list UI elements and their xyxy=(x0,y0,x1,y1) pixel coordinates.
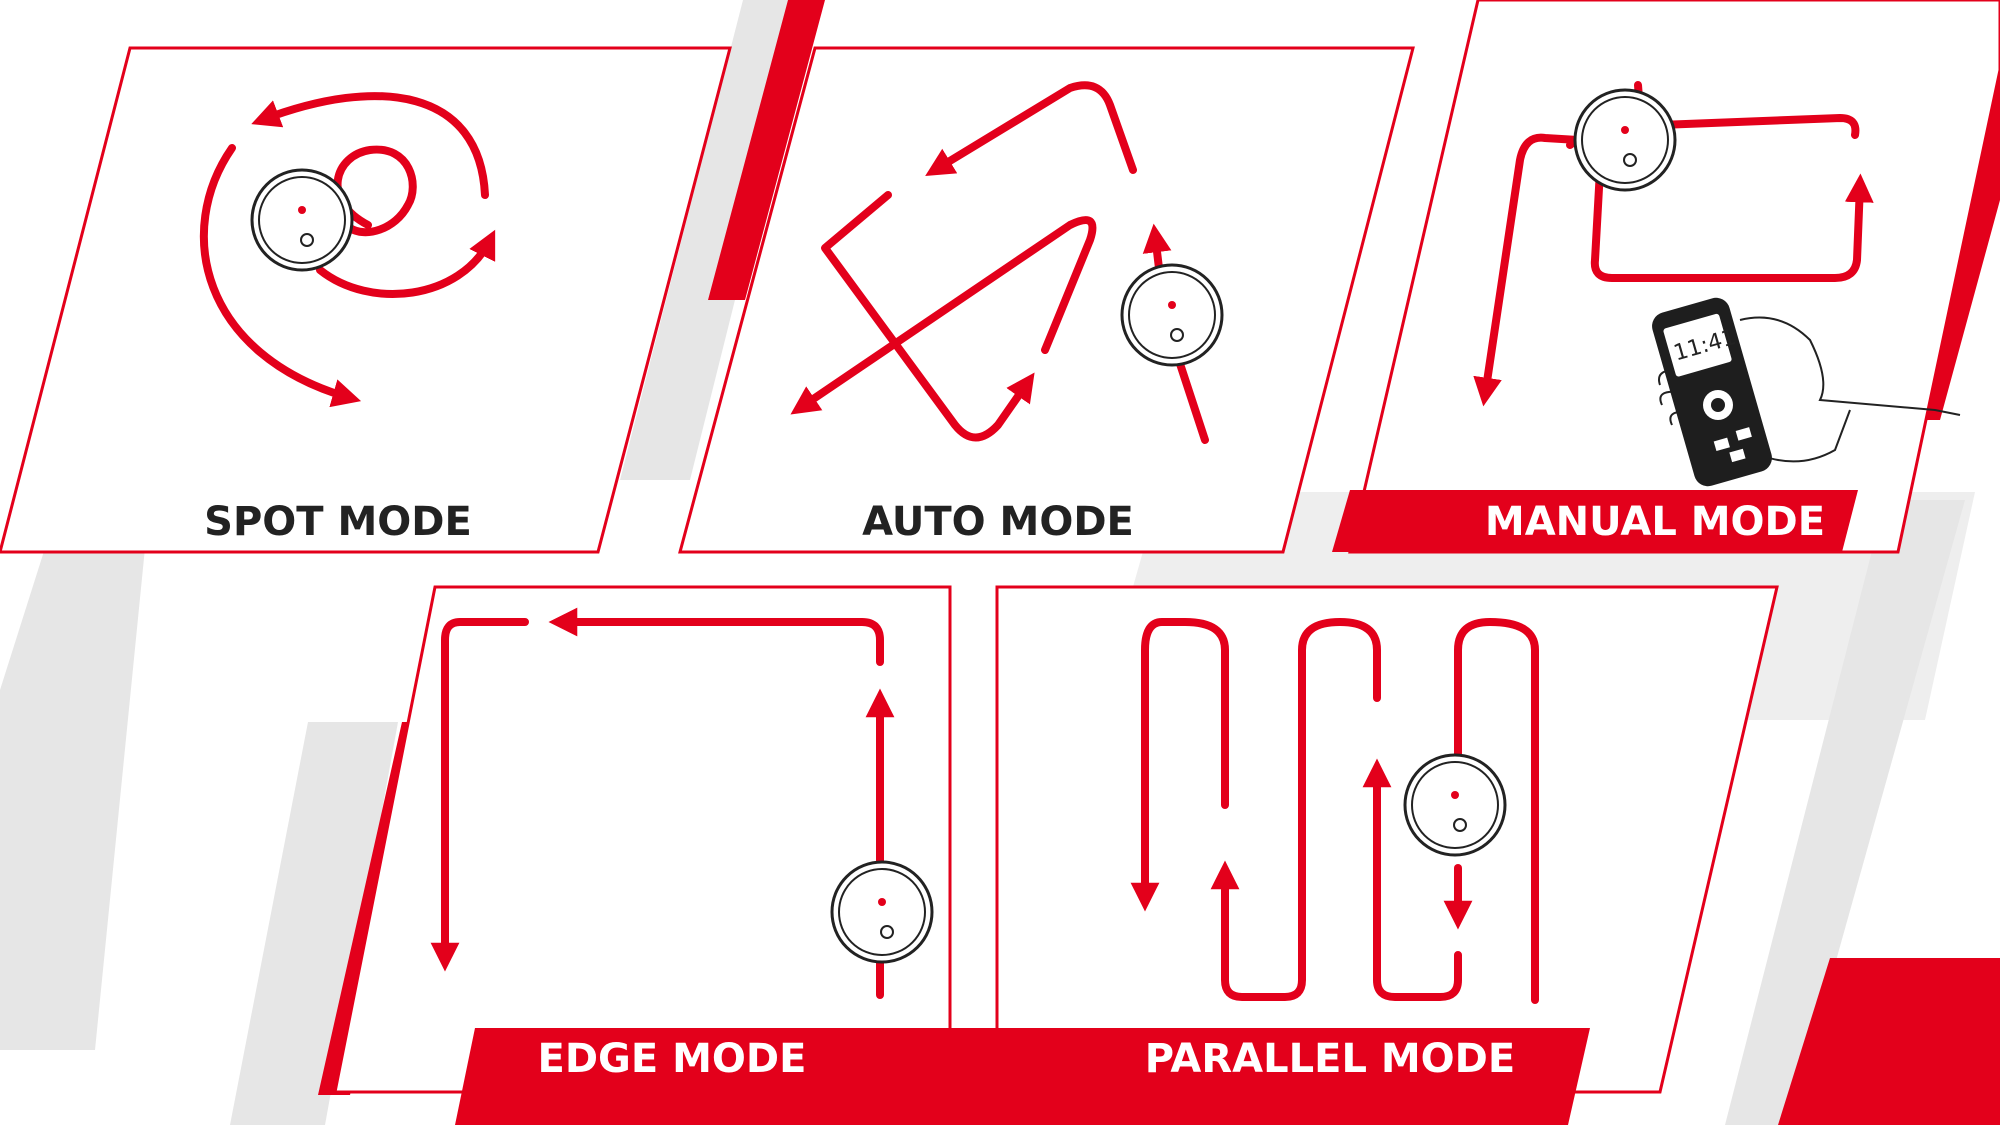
parallel-top-loop-1 xyxy=(1130,618,1229,912)
parallel-path xyxy=(1130,618,1539,1004)
panel-frame xyxy=(678,46,1415,554)
robot-vacuum-icon xyxy=(1120,263,1224,367)
robot-vacuum-icon xyxy=(830,860,934,964)
panel-frame xyxy=(995,585,1779,1094)
auto-mode-panel: AUTO MODE xyxy=(678,46,1415,554)
auto-segment-3 xyxy=(790,216,1097,415)
spot-outer-arc xyxy=(200,144,362,408)
edge-mode-label: EDGE MODE xyxy=(538,1036,807,1082)
robot-vacuum-icon xyxy=(1573,88,1677,192)
edge-mode-panel: EDGE MODE xyxy=(333,585,960,1125)
panel-frame xyxy=(0,46,732,554)
spot-path xyxy=(200,92,496,408)
robot-vacuum-icon xyxy=(1403,753,1507,857)
manual-down-line xyxy=(1473,133,1582,407)
edge-label-banner xyxy=(455,1028,960,1125)
robot-vacuum-icon xyxy=(250,168,354,272)
parallel-serpentine xyxy=(1454,618,1539,1004)
parallel-top-loop-2 xyxy=(1210,618,1381,1001)
edge-left-line xyxy=(430,618,529,972)
auto-path xyxy=(790,81,1209,444)
spot-mode-label: SPOT MODE xyxy=(204,499,472,545)
panel-frame xyxy=(333,585,952,1094)
manual-top-line xyxy=(1634,81,1860,139)
parallel-mode-label: PARALLEL MODE xyxy=(1145,1036,1515,1082)
auto-segment-2 xyxy=(821,191,1035,442)
spot-top-arc xyxy=(251,92,489,199)
auto-mode-label: AUTO MODE xyxy=(862,499,1134,545)
parallel-bottom-loop-2 xyxy=(1362,758,1462,1001)
decor-red-strip xyxy=(708,0,825,300)
decor-gray-strip xyxy=(1725,500,1965,1125)
spot-mode-panel: SPOT MODE xyxy=(0,46,732,554)
decor-red-block xyxy=(1778,958,2000,1125)
auto-segment-1 xyxy=(925,81,1137,176)
parallel-mode-panel: PARALLEL MODE xyxy=(960,585,1779,1125)
spot-inner-arc xyxy=(316,229,496,298)
manual-label-banner xyxy=(1332,490,1858,552)
remote-control-icon: 11:41 xyxy=(1652,297,1772,487)
decor-gray-strip xyxy=(230,722,398,1125)
edge-top-line xyxy=(548,607,884,666)
manual-mode-panel: 11:41 MANUAL MODE xyxy=(1332,0,2000,554)
parallel-label-banner xyxy=(960,1028,1590,1125)
manual-mode-label: MANUAL MODE xyxy=(1485,499,1825,545)
decor-gray-strip xyxy=(0,548,145,1050)
